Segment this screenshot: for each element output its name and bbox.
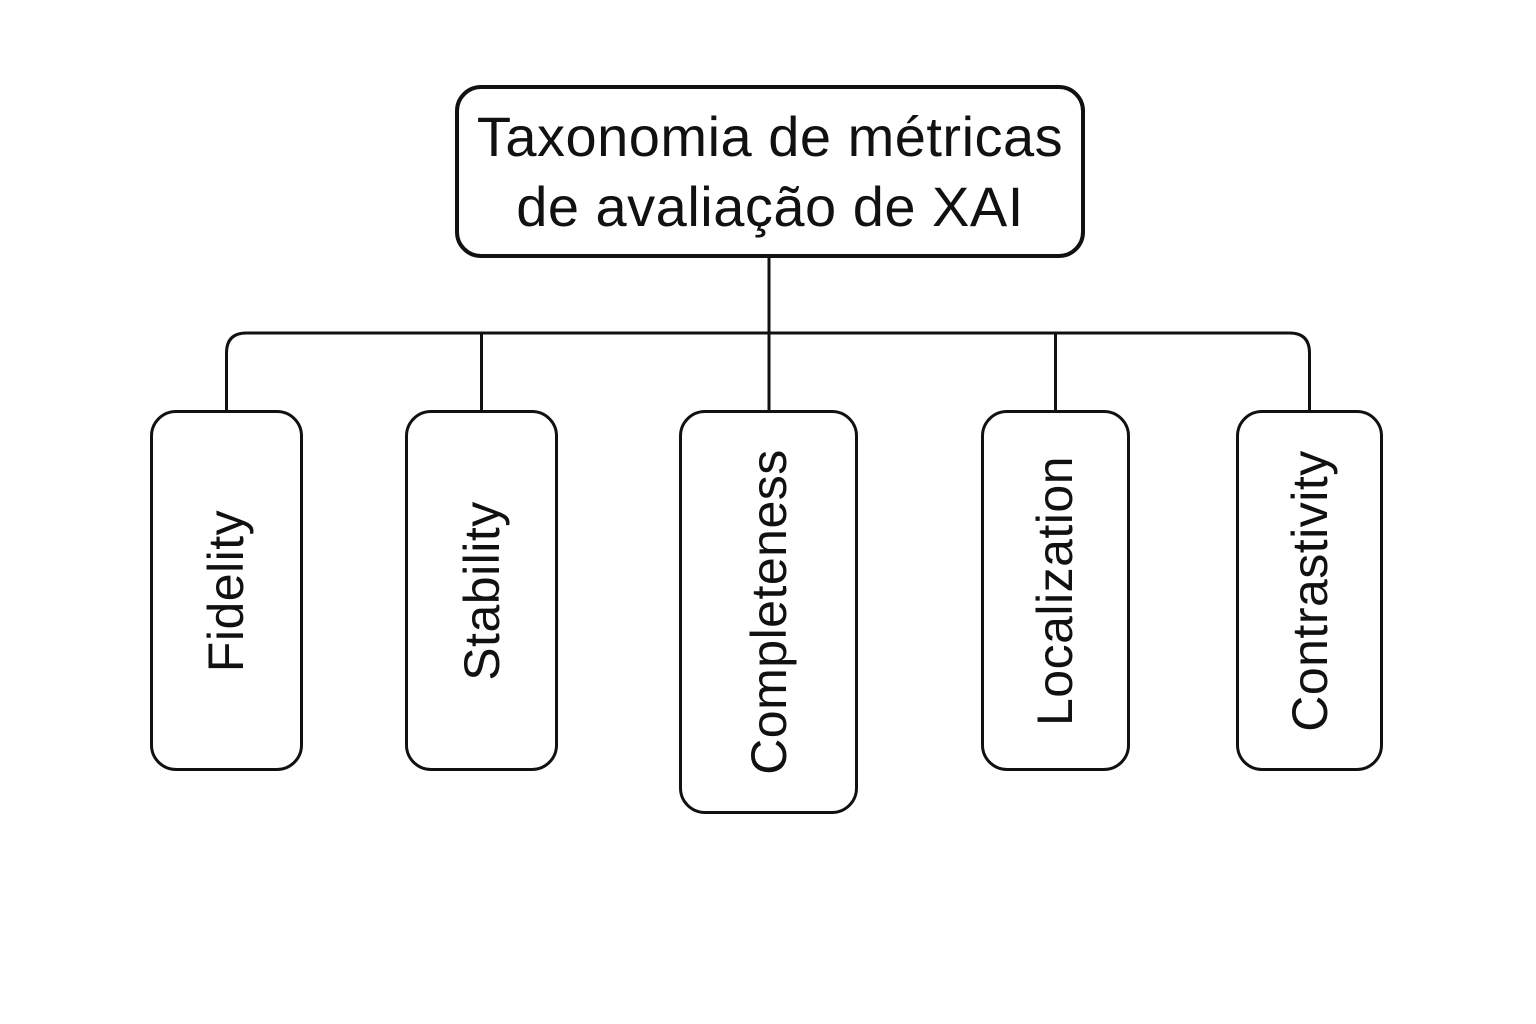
child-node-contrastivity: Contrastivity [1236,410,1383,771]
child-node-label: Completeness [740,449,797,775]
root-node-taxonomy: Taxonomia de métricas de avaliação de XA… [455,85,1085,258]
child-node-label: Localization [1027,455,1084,726]
child-node-label: Contrastivity [1281,449,1338,732]
connector-bus [225,331,1311,410]
child-node-label: Stability [453,500,510,681]
root-node-label-line-2: de avaliação de XAI [516,174,1024,238]
child-node-stability: Stability [405,410,558,771]
child-node-fidelity: Fidelity [150,410,303,771]
child-node-completeness: Completeness [679,410,858,814]
child-node-localization: Localization [981,410,1130,771]
child-node-label: Fidelity [198,509,255,672]
root-node-label-line-1: Taxonomia de métricas [476,104,1064,168]
